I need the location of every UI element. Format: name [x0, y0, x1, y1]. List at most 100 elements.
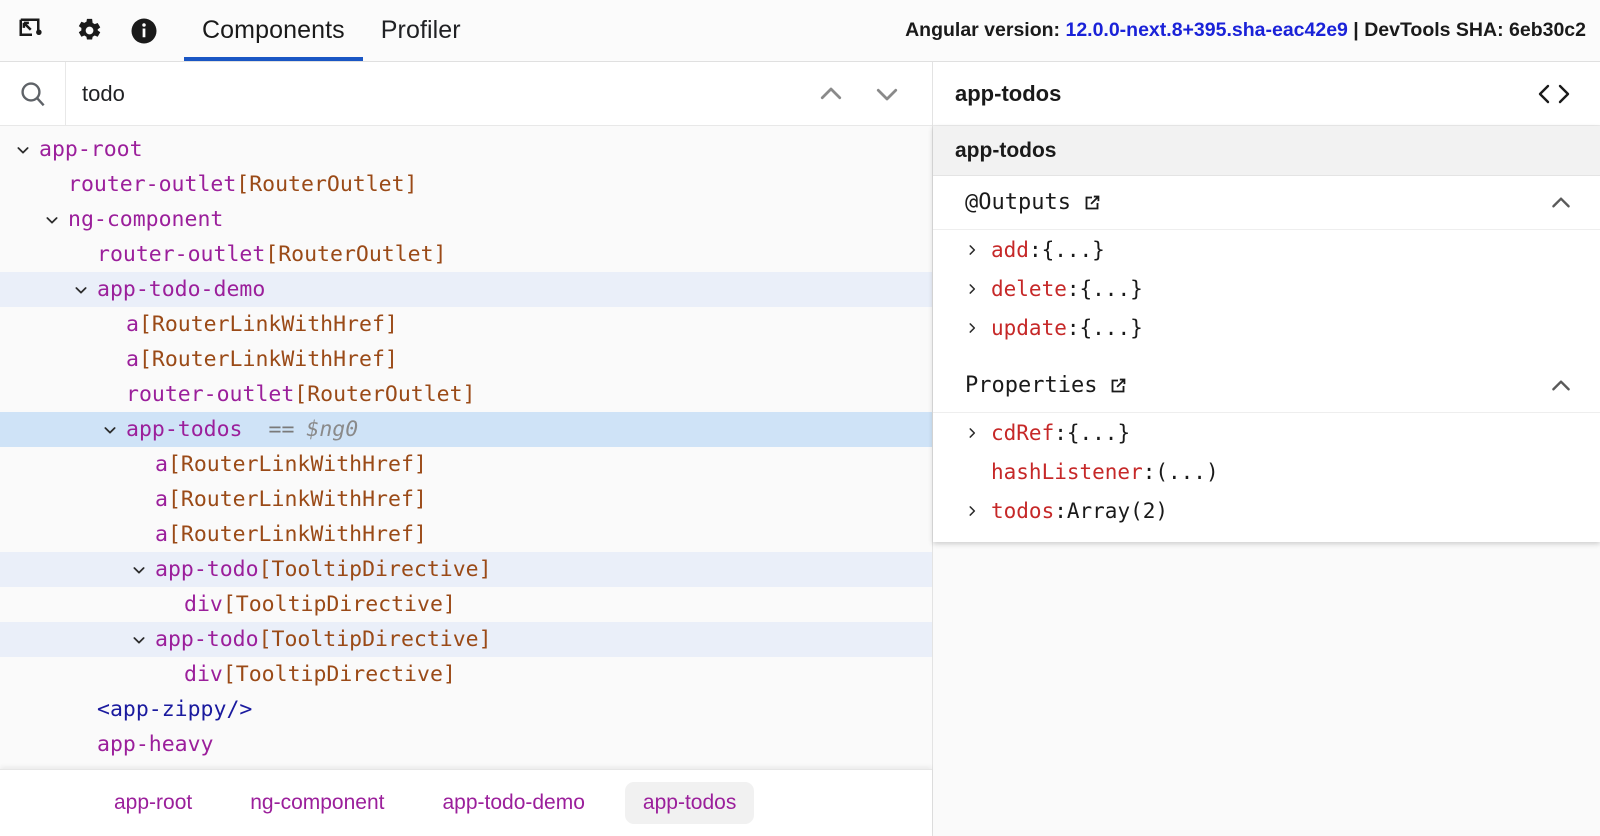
chevron-down-icon[interactable]: [70, 282, 92, 298]
tree-row[interactable]: a[RouterLinkWithHref]: [0, 307, 932, 342]
tab-components[interactable]: Components: [184, 0, 363, 61]
tree-row[interactable]: div[TooltipDirective]: [0, 657, 932, 692]
property-colon: :: [1066, 315, 1080, 340]
main-body: app-rootrouter-outlet[RouterOutlet]ng-co…: [0, 62, 1600, 836]
tree-row[interactable]: ng-component: [0, 202, 932, 237]
search-bar: [0, 62, 932, 126]
property-key: add: [991, 237, 1029, 262]
tree-row[interactable]: app-todo[TooltipDirective]: [0, 552, 932, 587]
chevron-right-icon[interactable]: [965, 504, 991, 518]
breadcrumb-item-app-todos[interactable]: app-todos: [624, 782, 755, 824]
property-value: Array(2): [1066, 498, 1169, 523]
tree-row[interactable]: app-todos == $ng0: [0, 412, 932, 447]
tree-node-name: app-todos: [126, 417, 243, 442]
tree-row[interactable]: app-todo-demo: [0, 272, 932, 307]
chevron-up-icon[interactable]: [1548, 373, 1574, 399]
tree-node-directive: [RouterOutlet]: [236, 172, 418, 197]
tree-node-directive: [RouterLinkWithHref]: [167, 487, 427, 512]
section-title: Properties: [965, 373, 1098, 398]
tree-row[interactable]: app-todo[TooltipDirective]: [0, 622, 932, 657]
property-value: {...}: [1079, 315, 1143, 340]
tree-node-equals: ==: [268, 417, 295, 442]
tree-node-directive: [RouterLinkWithHref]: [138, 347, 398, 372]
code-brackets-icon[interactable]: [1534, 80, 1574, 108]
chevron-up-icon[interactable]: [816, 79, 846, 109]
property-colon: :: [1054, 498, 1067, 523]
tree-node-name: a: [155, 487, 168, 512]
breadcrumb-item-app-root[interactable]: app-root: [114, 791, 193, 814]
tree-row[interactable]: router-outlet[RouterOutlet]: [0, 167, 932, 202]
tree-node-name: router-outlet: [97, 242, 266, 267]
breadcrumb-item-ng-component[interactable]: ng-component: [250, 791, 385, 814]
details-subheader: app-todos: [933, 126, 1600, 176]
tree-node-directive: [TooltipDirective]: [258, 627, 492, 652]
breadcrumb-item-app-todo-demo[interactable]: app-todo-demo: [442, 791, 585, 814]
tree-row[interactable]: a[RouterLinkWithHref]: [0, 517, 932, 552]
tree-row[interactable]: a[RouterLinkWithHref]: [0, 447, 932, 482]
property-colon: :: [1066, 276, 1080, 301]
chevron-down-icon[interactable]: [872, 79, 902, 109]
chevron-down-icon[interactable]: [128, 632, 150, 648]
property-colon: :: [1028, 237, 1042, 262]
search-input[interactable]: [66, 62, 786, 125]
tree-row[interactable]: router-outlet[RouterOutlet]: [0, 237, 932, 272]
external-link-icon[interactable]: [1107, 375, 1129, 397]
property-key: update: [991, 315, 1067, 340]
info-icon[interactable]: [126, 13, 162, 49]
property-row[interactable]: add : {...}: [933, 230, 1600, 269]
search-icon[interactable]: [0, 62, 66, 125]
chevron-down-icon[interactable]: [99, 422, 121, 438]
chevron-down-icon[interactable]: [41, 212, 63, 228]
chevron-down-icon[interactable]: [12, 142, 34, 158]
property-row[interactable]: update : {...}: [933, 308, 1600, 347]
tree-row[interactable]: a[RouterLinkWithHref]: [0, 482, 932, 517]
tree-node-console-var: $ng0: [306, 417, 359, 442]
tree-row[interactable]: app-heavy: [0, 727, 932, 762]
chevron-right-icon[interactable]: [965, 321, 991, 335]
component-tree-panel: app-rootrouter-outlet[RouterOutlet]ng-co…: [0, 62, 933, 836]
section-title: @Outputs: [965, 190, 1071, 215]
tree-row[interactable]: a[RouterLinkWithHref]: [0, 342, 932, 377]
chevron-up-icon[interactable]: [1548, 190, 1574, 216]
tree-row[interactable]: div[TooltipDirective]: [0, 587, 932, 622]
section-spacer: [933, 530, 1600, 542]
chevron-right-icon[interactable]: [965, 243, 991, 257]
chevron-down-icon[interactable]: [128, 562, 150, 578]
tree-row[interactable]: <app-zippy/>: [0, 692, 932, 727]
angular-version-link[interactable]: 12.0.0-next.8+395.sha-eac42e9: [1065, 19, 1348, 41]
tree-node-directive: [TooltipDirective]: [258, 557, 492, 582]
property-key: hashListener: [991, 459, 1143, 484]
property-key: todos: [991, 498, 1055, 523]
property-row[interactable]: delete : {...}: [933, 269, 1600, 308]
property-row[interactable]: cdRef : {...}: [933, 413, 1600, 452]
tree-node-name: router-outlet: [126, 382, 295, 407]
tree-node-name: app-heavy: [97, 732, 214, 757]
chevron-right-icon[interactable]: [965, 282, 991, 296]
tab-profiler[interactable]: Profiler: [363, 0, 479, 61]
tree-row[interactable]: router-outlet[RouterOutlet]: [0, 377, 932, 412]
property-value: (...): [1155, 459, 1219, 484]
chevron-right-icon[interactable]: [965, 426, 991, 440]
breadcrumb: app-root ng-component app-todo-demo app-tod…: [0, 769, 932, 836]
property-key: delete: [991, 276, 1067, 301]
version-separator: |: [1347, 19, 1365, 41]
tree-node-name: app-todo: [155, 627, 259, 652]
property-colon: :: [1054, 420, 1067, 445]
tree-node-directive: [RouterLinkWithHref]: [138, 312, 398, 337]
external-link-icon[interactable]: [1081, 192, 1103, 214]
section-header[interactable]: Properties: [933, 359, 1600, 413]
property-row[interactable]: hashListener: (...): [933, 452, 1600, 491]
tree-node-name: div: [184, 592, 223, 617]
tree-node-name: a: [155, 522, 168, 547]
inspect-element-icon[interactable]: [14, 13, 50, 49]
tree-node-name: app-todo-demo: [97, 277, 266, 302]
tree-node-name: a: [126, 312, 139, 337]
property-row[interactable]: todos : Array(2): [933, 491, 1600, 530]
settings-gear-icon[interactable]: [70, 13, 106, 49]
tree-row[interactable]: app-root: [0, 132, 932, 167]
section-header[interactable]: @Outputs: [933, 176, 1600, 230]
main-tabs: Components Profiler: [184, 0, 479, 61]
